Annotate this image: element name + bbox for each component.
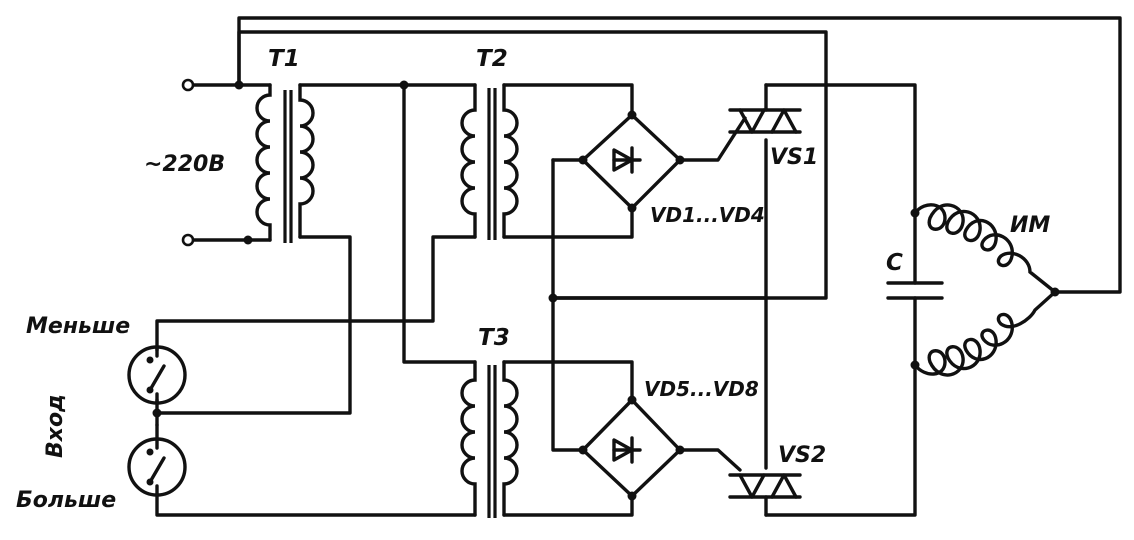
wires — [155, 16, 1122, 517]
label-bridge2: VD5...VD8 — [644, 377, 759, 401]
transformer-t1 — [255, 83, 315, 243]
diode-bridge-2 — [581, 398, 682, 498]
triac-vs2 — [728, 473, 802, 517]
label-t1: T1 — [268, 46, 300, 72]
label-motor: ИМ — [1010, 213, 1050, 238]
label-input: Вход — [43, 394, 68, 458]
switch-less — [127, 345, 187, 405]
label-triac2: VS2 — [778, 443, 826, 468]
label-bridge1: VD1...VD4 — [650, 203, 765, 227]
capacitor-c — [886, 281, 944, 300]
mains-terminal-top — [181, 78, 195, 92]
mains-terminal-bottom — [181, 233, 195, 247]
label-less: Меньше — [26, 314, 130, 339]
label-t2: T2 — [476, 46, 508, 72]
motor-windings — [913, 203, 1057, 377]
label-triac1: VS1 — [770, 145, 818, 170]
switch-more — [127, 423, 187, 497]
label-mains: ~220В — [144, 152, 225, 177]
triac-vs1 — [728, 83, 802, 134]
junction-dots — [152, 80, 1060, 501]
label-t3: T3 — [478, 325, 510, 351]
label-more: Больше — [16, 488, 116, 513]
diode-bridge-1 — [581, 113, 682, 210]
transformer-t2 — [460, 83, 519, 240]
transformer-t3 — [460, 360, 519, 518]
label-capacitor: C — [886, 250, 903, 276]
